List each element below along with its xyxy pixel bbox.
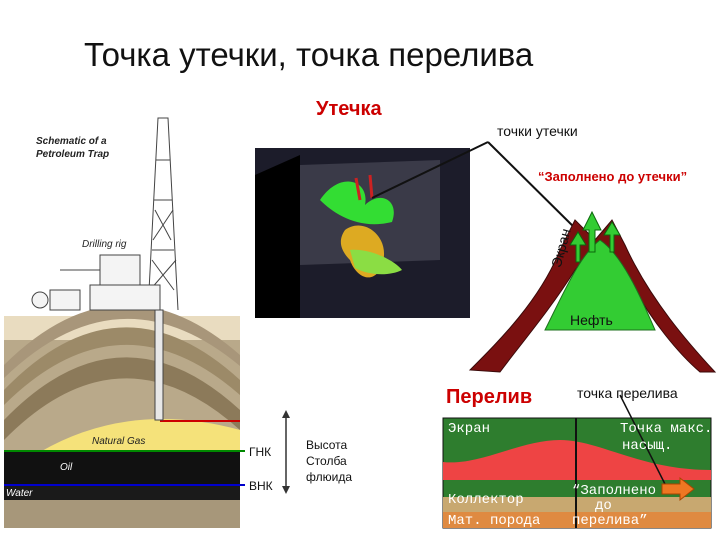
rock-arc-1 [4, 357, 240, 440]
water-zone-label: Water [6, 488, 33, 499]
leak-3d-side-wall [255, 155, 300, 318]
column-height-indicator [282, 410, 290, 494]
petroleum-trap-schematic [4, 117, 245, 528]
filled-to-spill-line3: перелива” [572, 513, 648, 529]
leak-arrow-2 [368, 174, 374, 199]
wellbore [154, 309, 164, 421]
oil-body [544, 239, 656, 331]
leak-pointer-line-1 [371, 141, 489, 199]
rock-arc-2 [4, 327, 240, 405]
column-label-line2: Столба [306, 454, 347, 468]
max-saturation-line1: Точка макс. [620, 421, 713, 437]
anticline-leak-diagram [468, 210, 717, 373]
leak-plume-green [320, 181, 394, 225]
schematic-title-line1: Schematic of a [36, 136, 107, 147]
column-label-line1: Высота [306, 438, 348, 452]
column-label-line3: флюида [306, 470, 352, 484]
spill-screen-label: Экран [448, 421, 491, 437]
leak-pointer-line-2 [487, 141, 586, 239]
spill-point-label: точка перелива [577, 385, 678, 401]
filled-to-leak-label: “Заполнено до утечки” [538, 169, 688, 184]
spill-pointer-line [619, 394, 669, 491]
oil-zone-label: Oil [60, 462, 73, 473]
filled-to-spill-line2: до [595, 498, 612, 514]
gnk-label: ГНК [249, 445, 272, 459]
filled-to-spill-line1: “Заполнено [572, 483, 657, 499]
drilling-rig-label: Drilling rig [82, 239, 127, 250]
bottom-rock [4, 500, 240, 528]
natural-gas-label: Natural Gas [92, 436, 146, 447]
leak-3d-model [255, 148, 470, 318]
natural-gas-zone [40, 419, 240, 452]
max-saturation-line2: насыщ. [622, 438, 673, 454]
reservoir-label: Коллектор [448, 492, 524, 508]
arrow-up-icon [569, 210, 621, 263]
vnk-label: ВНК [249, 479, 273, 493]
oil-zone [4, 452, 240, 484]
double-arrow-icon [661, 476, 695, 502]
schematic-title-line2: Petroleum Trap [36, 149, 110, 160]
screen-layer-leak [468, 219, 717, 373]
spill-diagram [442, 394, 712, 529]
matrix-label: Мат. порода [448, 513, 541, 529]
page-title: Точка утечки, точка перелива [84, 36, 534, 73]
rock-arc-3 [4, 304, 240, 378]
column-arrow-bottom [282, 486, 290, 494]
spill-heading: Перелив [446, 386, 533, 408]
leak-points-label: точки утечки [497, 123, 578, 139]
leak-heading: Утечка [316, 98, 382, 120]
column-arrow-top [282, 410, 290, 418]
drilling-rig-icon [31, 117, 179, 311]
leak-arrow-1 [354, 177, 362, 201]
leak-plume-lower [350, 249, 402, 275]
oil-label: Нефть [570, 312, 613, 328]
